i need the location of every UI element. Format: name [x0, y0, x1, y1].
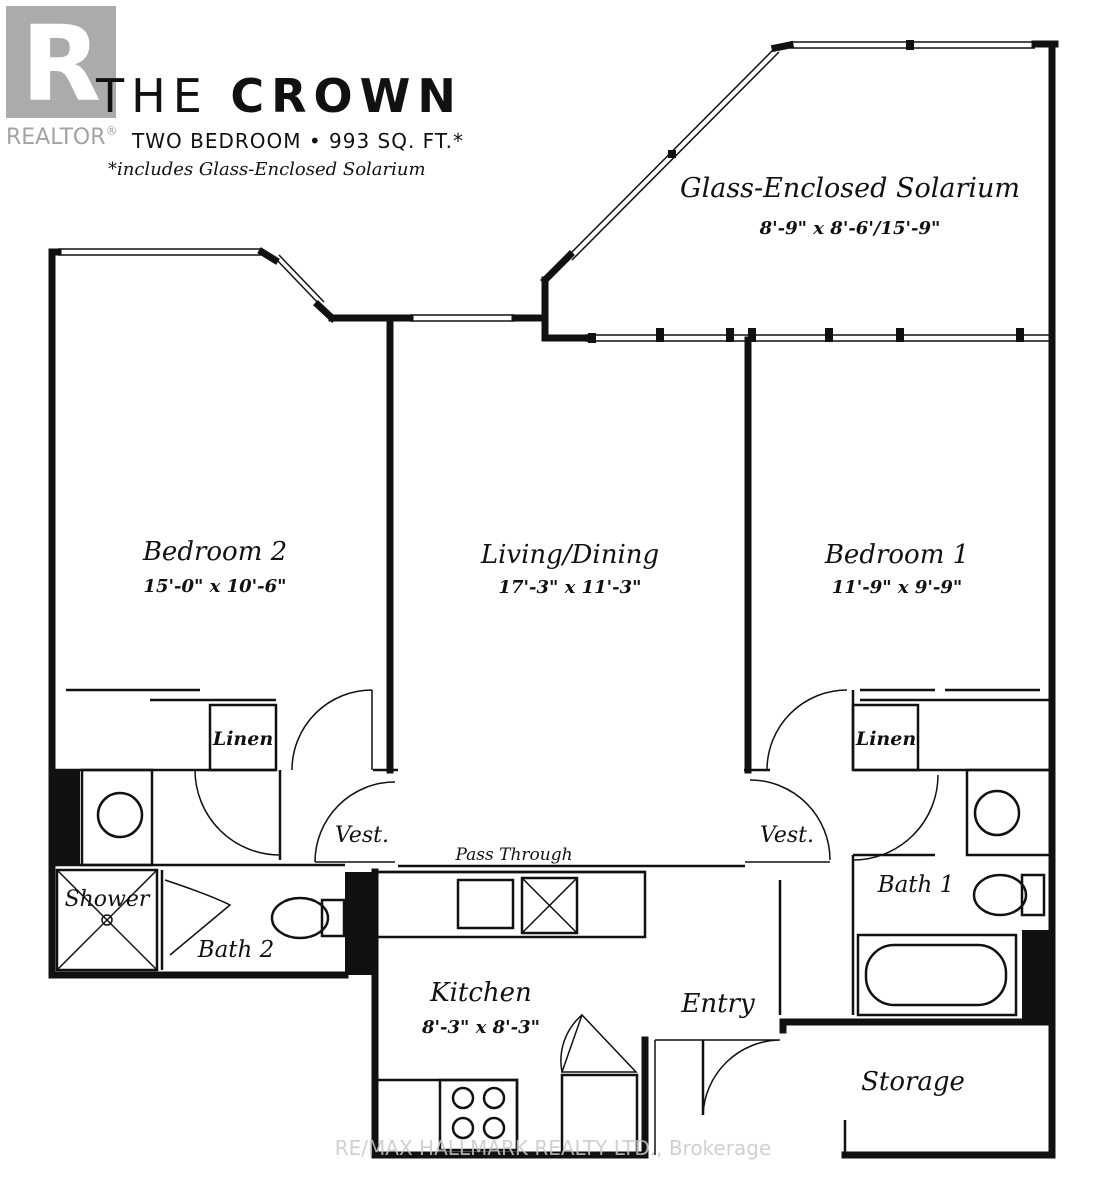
bath1-label: Bath 1: [877, 872, 955, 898]
bath2-fixtures: [52, 768, 346, 972]
logo-mark: R: [21, 3, 101, 125]
living-dims: 17'-3" x 11'-3": [498, 577, 641, 598]
logo-block: [6, 6, 116, 118]
bath1-fixtures: [856, 768, 1054, 1017]
shower-stall: [55, 868, 159, 972]
shower-door: [164, 879, 232, 956]
counter-top: [373, 870, 647, 939]
bedroom2-name: Bedroom 2: [142, 537, 287, 567]
bath2-sink: [96, 791, 144, 839]
refrigerator: [560, 1073, 639, 1157]
bathtub: [856, 933, 1018, 1017]
vest-right-label: Vest.: [760, 823, 814, 848]
kitchen-sink: [456, 878, 515, 930]
stove: [438, 1078, 519, 1152]
brokerage-watermark: RE/MAX HALLMARK REALTY LTD., Brokerage: [335, 1136, 771, 1160]
bath1-door-swing: [852, 774, 939, 861]
windows: [58, 40, 1052, 343]
bath1-toilet: [972, 873, 1028, 917]
walls: [48, 40, 1059, 1159]
pass-through-label: Pass Through: [454, 845, 572, 865]
solarium-dims: 8'-9" x 8'-6'/15'-9": [759, 218, 941, 239]
bath2-door-swing: [194, 769, 281, 856]
bedroom1-dims: 11'-9" x 9'-9": [832, 577, 963, 598]
storage-label: Storage: [861, 1067, 965, 1097]
bedroom1-closet: [766, 688, 1052, 772]
vest-left-door-swing: [314, 781, 396, 863]
logo-wordmark: REALTOR®: [6, 124, 118, 150]
living-name: Living/Dining: [480, 540, 659, 570]
linen-right-label: Linen: [855, 728, 916, 750]
realtor-logo: R REALTOR®: [6, 3, 118, 150]
entry-area: [655, 880, 782, 1116]
bath2-label: Bath 2: [197, 937, 275, 963]
vest-right-door-swing: [749, 779, 831, 861]
bath2-toilet: [270, 896, 330, 940]
solarium-name: Glass-Enclosed Solarium: [680, 173, 1020, 204]
plan-title: THE CROWN: [95, 69, 463, 123]
vest-left-label: Vest.: [335, 823, 389, 848]
kitchen-fixtures: [373, 864, 745, 1157]
bedroom2-dims: 15'-0" x 10'-6": [143, 576, 286, 597]
bedroom1-name: Bedroom 1: [824, 540, 969, 570]
kitchen-name: Kitchen: [429, 978, 532, 1008]
plan-footnote: *includes Glass-Enclosed Solarium: [108, 159, 426, 180]
plan-subtitle: TWO BEDROOM • 993 SQ. FT.*: [131, 129, 464, 153]
entry-label: Entry: [680, 989, 755, 1019]
kitchen-dims: 8'-3" x 8'-3": [421, 1017, 540, 1038]
dishwasher: [520, 876, 579, 935]
shower-label: Shower: [65, 887, 151, 912]
bath1-sink: [973, 789, 1021, 837]
linen-left-label: Linen: [212, 728, 273, 750]
